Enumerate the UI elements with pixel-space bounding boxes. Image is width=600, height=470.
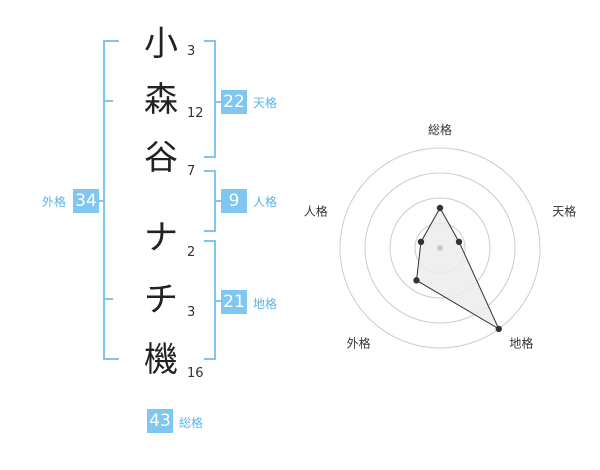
radar-series-area (415, 206, 500, 331)
radar-axis-label: 外格 (347, 335, 371, 350)
name-char-1: 小 (144, 24, 178, 64)
radar-point-2 (455, 238, 463, 246)
gaikaku-value: 34 (73, 189, 99, 213)
name-char-2: 森 (144, 80, 178, 120)
radar-point-1 (436, 204, 444, 212)
radar-point-3 (495, 325, 502, 333)
radar-point-5 (417, 238, 425, 246)
tenkaku-value: 22 (221, 90, 247, 114)
jinkaku-value: 9 (221, 189, 247, 213)
name-char-4: ナ (144, 218, 178, 258)
radar-grid-ring (389, 197, 491, 299)
tenkaku-label: 天格 (253, 96, 278, 110)
stroke-count-6: 16 (187, 366, 204, 381)
radar-grid-ring (339, 147, 541, 349)
radar-axis-label: 総格 (428, 122, 452, 137)
name-char-3: 谷 (144, 138, 178, 178)
stroke-count-5: 3 (187, 305, 196, 320)
radar-grid-ring (364, 172, 516, 324)
stroke-count-2: 12 (187, 106, 204, 121)
radar-point-4 (413, 277, 420, 284)
stroke-count-4: 2 (187, 245, 196, 260)
name-char-5: チ (144, 280, 178, 320)
soukaku-label: 総格 (179, 416, 204, 430)
stroke-count-1: 3 (187, 44, 196, 59)
gaikaku-label: 外格 (42, 195, 67, 209)
radar-center-dot (437, 245, 443, 251)
chikaku-label: 地格 (253, 297, 278, 311)
radar-axis-label: 地格 (509, 335, 533, 350)
radar-axis-label: 天格 (552, 204, 576, 219)
chikaku-value: 21 (221, 290, 247, 314)
jinkaku-label: 人格 (253, 195, 278, 209)
stroke-count-3: 7 (187, 164, 196, 179)
radar-axis-label: 人格 (304, 204, 328, 219)
soukaku-value: 43 (147, 409, 173, 433)
name-char-6: 機 (144, 340, 178, 380)
